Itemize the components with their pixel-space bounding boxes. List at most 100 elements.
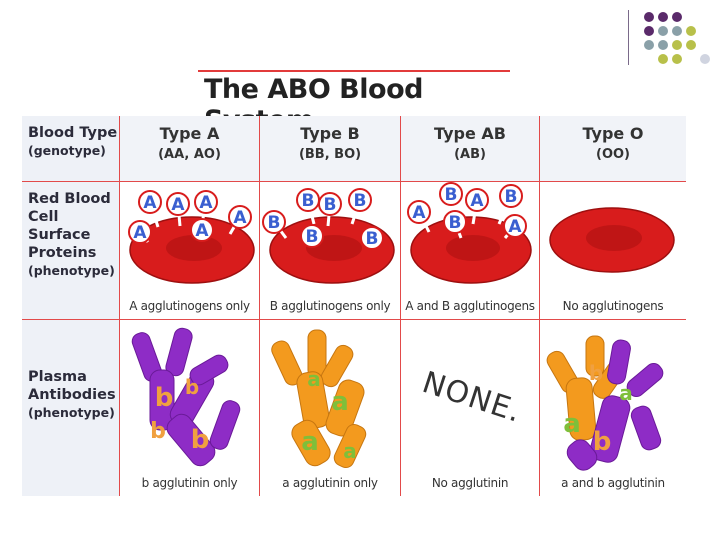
antibody-a (271, 329, 367, 469)
rbc-cell-type-o: No agglutinogens (540, 182, 686, 320)
antigen-b: B (348, 188, 372, 225)
rbc-type-a-illustration: A A A A A A (128, 190, 255, 284)
antigen-b: B (318, 192, 342, 227)
rbc-type-o-illustration (549, 207, 675, 273)
rbc-cell-type-b: B B B B B B B agglutinogens only (260, 182, 401, 320)
antigen-b: B (497, 184, 523, 225)
svg-text:A: A (412, 203, 426, 223)
antibody-letter: b (185, 375, 199, 399)
rbc-caption: No agglutinogens (562, 299, 664, 313)
antigen-a: A (228, 205, 252, 235)
antibody-letter: a (619, 381, 633, 405)
antibody-letter: b (150, 419, 166, 444)
rbc-type-ab-illustration: A B A B B A (407, 182, 532, 284)
svg-text:A: A (508, 217, 522, 237)
antigen-b: B (262, 210, 288, 239)
antigen-b: B (300, 224, 324, 248)
antibody-b (131, 327, 241, 467)
antibody-letter: a (307, 367, 321, 391)
none-label: NONE. (418, 365, 526, 430)
row-label-line: Cell Surface (28, 209, 91, 243)
plasma-cell-type-a: b b b b b agglutinin only (120, 320, 260, 496)
antigen-a: A (138, 190, 162, 228)
red-blood-cell-center (586, 225, 642, 251)
svg-text:A: A (195, 221, 209, 241)
red-blood-cell-center (446, 235, 500, 261)
antigen-a: A (190, 218, 214, 242)
row-label-line: Red Blood (28, 191, 111, 207)
antibody-letter: b (589, 361, 603, 385)
row-label-line: Plasma (28, 369, 87, 385)
plasma-cell-type-b: a a a a a agglutinin only (260, 320, 401, 496)
genotype-label: (genotype) (28, 143, 106, 158)
blood-type-label: Blood Type (28, 125, 118, 141)
antigen-b: B (296, 188, 320, 225)
plasma-caption: b agglutinin only (141, 476, 238, 490)
antigen-a: A (407, 200, 431, 233)
column-type: Type B (300, 124, 360, 143)
svg-text:B: B (449, 213, 462, 233)
svg-text:B: B (324, 195, 337, 215)
plasma-cell-type-ab: NONE. No agglutinin (401, 320, 540, 496)
column-header-type-o: Type O (OO) (540, 116, 686, 182)
antibody-a-illustration: a a a a (271, 329, 367, 469)
rbc-caption: A agglutinogens only (129, 299, 250, 313)
svg-text:B: B (268, 213, 281, 233)
antibody-letter: a (563, 409, 581, 439)
column-header-type-ab: Type AB (AB) (401, 116, 540, 182)
column-type: Type AB (434, 124, 506, 143)
svg-text:B: B (445, 185, 458, 205)
row-label-sub: (phenotype) (28, 405, 115, 420)
svg-text:B: B (354, 191, 367, 211)
rbc-caption: B agglutinogens only (269, 299, 391, 313)
antigen-b: B (443, 210, 467, 239)
decorative-divider-line (628, 10, 629, 65)
svg-text:B: B (302, 191, 315, 211)
svg-text:B: B (306, 227, 319, 247)
row-label-line: Proteins (28, 245, 97, 261)
plasma-row-label: Plasma Antibodies (phenotype) (22, 320, 120, 496)
rbc-type-b-illustration: B B B B B B (262, 188, 395, 284)
svg-text:B: B (505, 187, 518, 207)
row-label-sub: (phenotype) (28, 263, 115, 278)
antibody-letter: a (301, 427, 319, 457)
antibody-letter: a (331, 387, 349, 417)
column-header-type-b: Type B (BB, BO) (260, 116, 401, 182)
antibody-letter: b (191, 425, 210, 455)
column-type: Type A (159, 124, 220, 143)
antigen-a: A (503, 214, 527, 239)
antibody-letter: b (593, 427, 612, 457)
column-genotype: (AB) (454, 147, 486, 162)
column-header-type-a: Type A (AA, AO) (120, 116, 260, 182)
svg-text:A: A (233, 208, 247, 228)
antigen-a: A (194, 190, 218, 225)
red-blood-cell-center (166, 235, 222, 261)
page-title: The ABO Blood System (204, 74, 423, 136)
antigen-b: B (360, 226, 384, 250)
row-label-line: Antibodies (28, 387, 116, 403)
antibody-ab-illustration: a a b b (546, 335, 664, 471)
svg-text:B: B (366, 229, 379, 249)
antibody-b (566, 339, 664, 471)
plasma-caption: No agglutinin (431, 476, 509, 490)
antigen-a: A (128, 220, 152, 244)
antigen-a: A (166, 192, 190, 227)
svg-text:A: A (470, 191, 484, 211)
plasma-caption: a agglutinin only (282, 476, 378, 490)
title-underline (198, 70, 510, 72)
column-genotype: (AA, AO) (158, 147, 221, 162)
antigen-b: B (439, 182, 463, 223)
rbc-cell-type-ab: A B A B B A A and B agglutinogens (401, 182, 540, 320)
column-genotype: (BB, BO) (298, 147, 362, 162)
antibody-letter: b (155, 383, 174, 413)
header-row-label: Blood Type (genotype) (22, 116, 120, 182)
svg-text:A: A (199, 193, 213, 213)
svg-text:A: A (133, 223, 147, 243)
rbc-cell-type-a: A A A A A A A agglutinogens only (120, 182, 260, 320)
column-type: Type O (582, 124, 644, 143)
antibody-b-illustration: b b b b (131, 327, 241, 467)
rbc-row-label: Red Blood Cell Surface Proteins (phenoty… (22, 182, 120, 320)
decorative-dot-grid (640, 8, 720, 78)
column-genotype: (OO) (596, 147, 630, 162)
plasma-cell-type-o: a a b b a and b agglutinin (540, 320, 686, 496)
